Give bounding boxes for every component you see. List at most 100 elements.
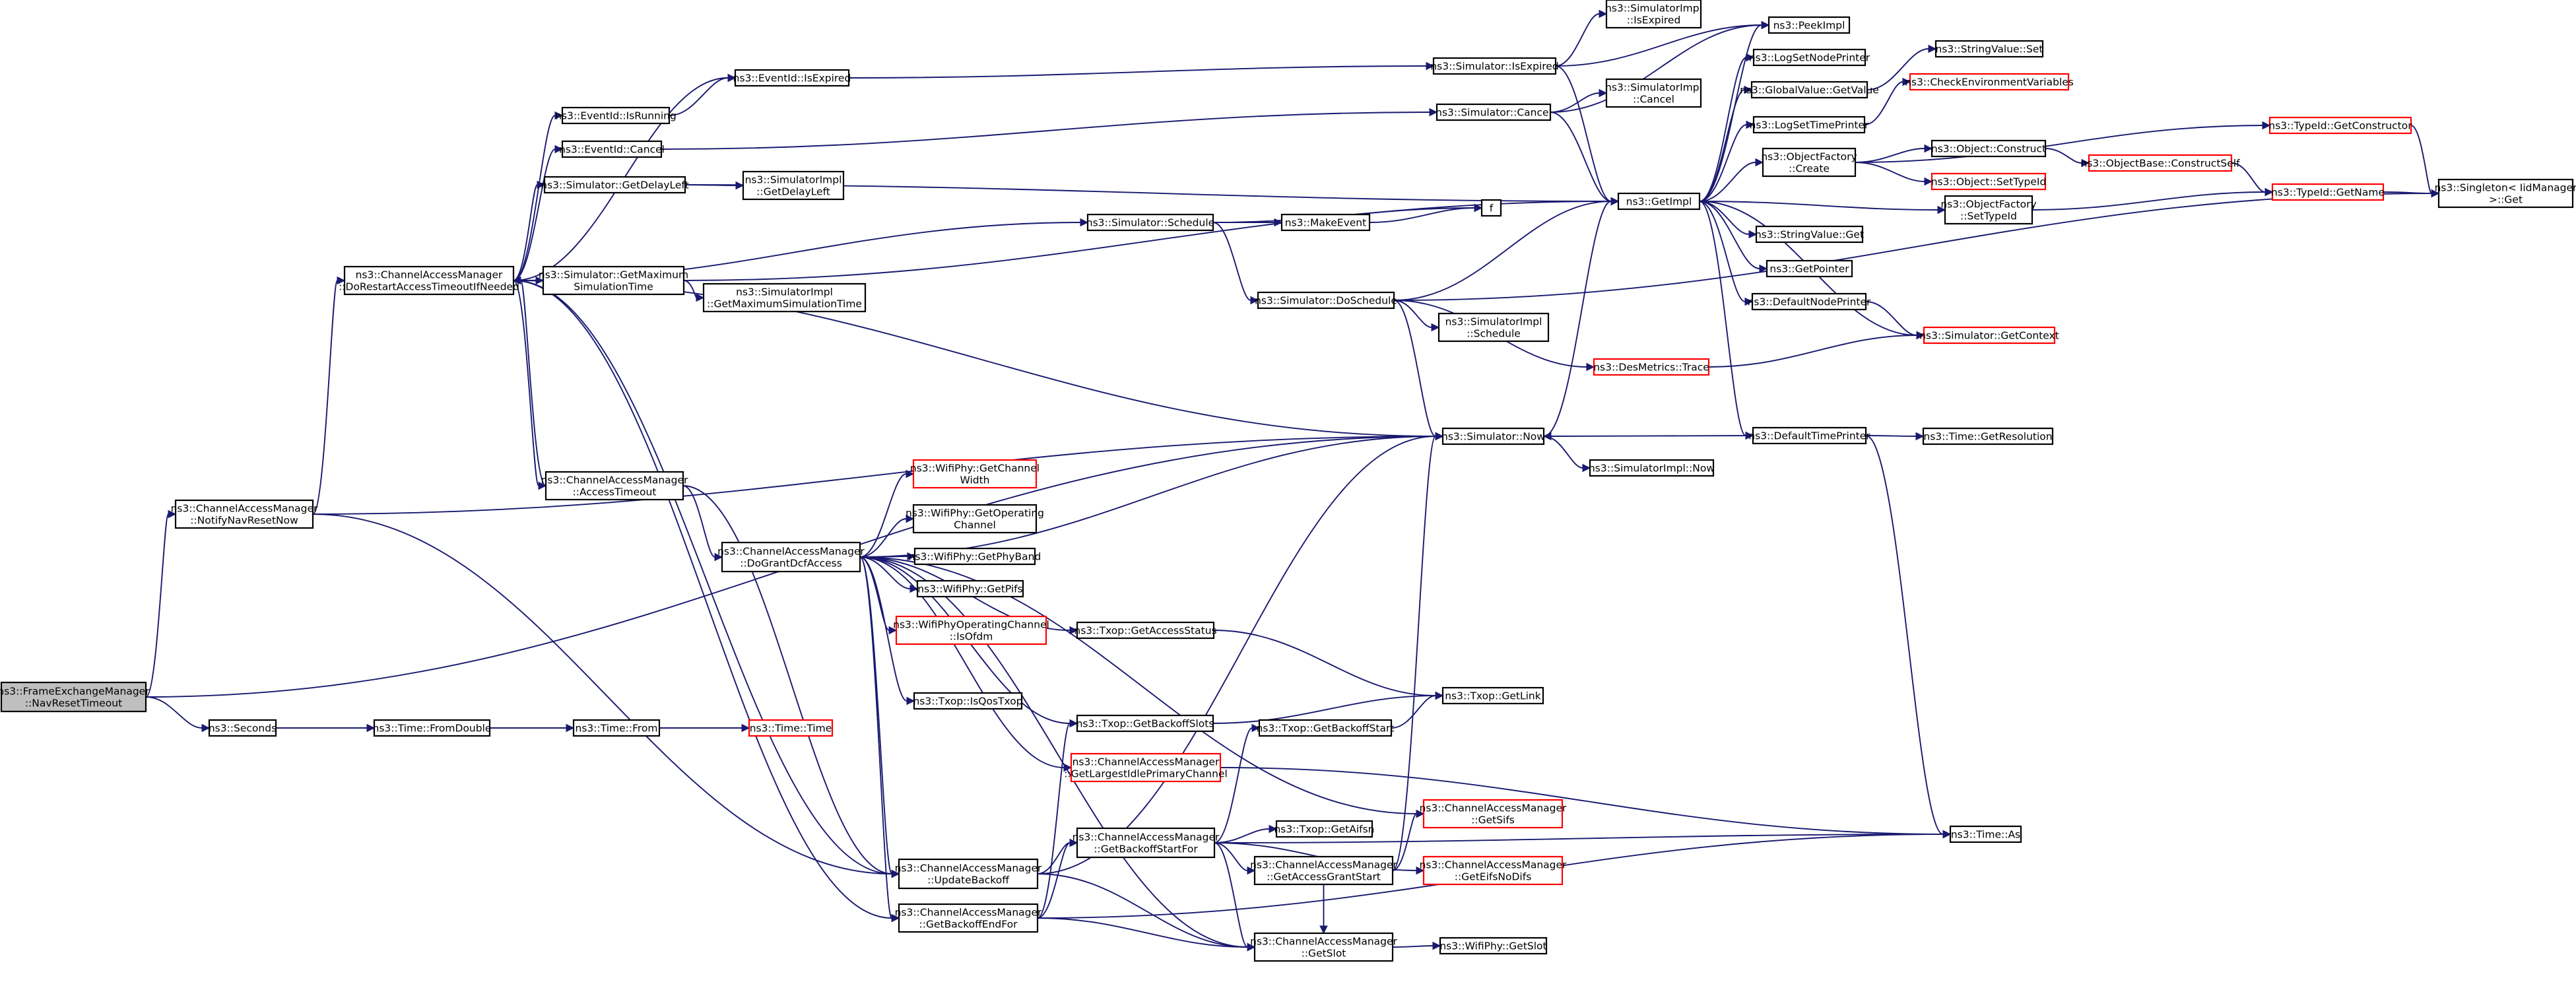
node-txopaifsn[interactable]: ns3::Txop::GetAifsn bbox=[1274, 820, 1375, 838]
node-simcancel[interactable]: ns3::Simulator::Cancel bbox=[1436, 103, 1552, 121]
node-label: ns3::SimulatorImpl bbox=[1445, 316, 1542, 328]
node-objsettypeid[interactable]: ns3::Object::SetTypeId bbox=[1931, 172, 2047, 191]
node-txopisqos[interactable]: ns3::Txop::IsQosTxop bbox=[913, 692, 1023, 710]
node-evcancel[interactable]: ns3::EventId::Cancel bbox=[559, 140, 665, 158]
node-stringvalueset[interactable]: ns3::StringValue::Set bbox=[1934, 40, 2044, 58]
node-txopbackoffstart[interactable]: ns3::Txop::GetBackoffStart bbox=[1257, 719, 1395, 737]
node-evisexpired[interactable]: ns3::EventId::IsExpired bbox=[733, 69, 851, 87]
node-objectfactorycreate[interactable]: ns3::ObjectFactory::Create bbox=[1761, 147, 1857, 178]
edge-getimpl-to-globalvalue bbox=[1699, 85, 1753, 202]
node-implgetmax[interactable]: ns3::SimulatorImpl::GetMaximumSimulation… bbox=[702, 282, 867, 313]
node-txopgetlink[interactable]: ns3::Txop::GetLink bbox=[1441, 686, 1544, 705]
node-box bbox=[1593, 358, 1710, 376]
node-backoffendfor[interactable]: ns3::ChannelAccessManager::GetBackoffEnd… bbox=[895, 903, 1042, 933]
node-getslot[interactable]: ns3::ChannelAccessManager::GetSlot bbox=[1250, 932, 1398, 962]
edge-getimpl-to-logsettime bbox=[1699, 120, 1755, 202]
edge-getimpl-to-getpointer bbox=[1699, 201, 1768, 273]
node-implisexpired[interactable]: ns3::SimulatorImpl::IsExpired bbox=[1605, 0, 1702, 29]
edge-defaulttimeprinter-to-simnow bbox=[1542, 432, 1754, 441]
edge-simisexpired-to-implisexpired bbox=[1555, 9, 1608, 67]
node-accessgrantstart[interactable]: ns3::ChannelAccessManager::GetAccessGran… bbox=[1250, 855, 1398, 886]
node-label: ns3::Seconds bbox=[209, 723, 277, 735]
node-txopbackoffslots[interactable]: ns3::Txop::GetBackoffSlots bbox=[1076, 714, 1214, 733]
node-isrunning[interactable]: ns3::EventId::IsRunning bbox=[555, 106, 677, 125]
node-box bbox=[1280, 213, 1371, 232]
node-getmaxsim[interactable]: ns3::Simulator::GetMaximumSimulationTime bbox=[539, 265, 688, 296]
node-schedule[interactable]: ns3::Simulator::Schedule bbox=[1086, 213, 1214, 232]
node-box bbox=[1766, 259, 1853, 278]
node-f[interactable]: f bbox=[1480, 199, 1502, 217]
node-dogrant[interactable]: ns3::ChannelAccessManager::DoGrantDcfAcc… bbox=[717, 541, 865, 573]
node-singletonget[interactable]: ns3::Singleton< IidManager >::Get bbox=[2435, 178, 2576, 209]
node-simisexpired[interactable]: ns3::Simulator::IsExpired bbox=[1430, 57, 1559, 75]
node-checkenv[interactable]: ns3::CheckEnvironmentVariables bbox=[1905, 73, 2074, 91]
node-logsetnode[interactable]: ns3::LogSetNodePrinter bbox=[1749, 48, 1870, 67]
node-box bbox=[898, 903, 1039, 933]
node-getimpl[interactable]: ns3::GetImpl bbox=[1617, 192, 1701, 211]
node-backoffstartfor[interactable]: ns3::ChannelAccessManager::GetBackoffSta… bbox=[1073, 827, 1220, 859]
node-label: ns3::EventId::IsRunning bbox=[555, 110, 677, 122]
edge-getimpl-to-logsetnode bbox=[1699, 53, 1755, 202]
node-updatebackoff[interactable]: ns3::ChannelAccessManager::UpdateBackoff bbox=[895, 858, 1042, 890]
node-label: Channel bbox=[954, 519, 996, 531]
node-simgetcontext[interactable]: ns3::Simulator::GetContext bbox=[1919, 326, 2059, 345]
node-timeas[interactable]: ns3::Time::As bbox=[1949, 825, 2022, 843]
node-implgetdelayleft[interactable]: ns3::SimulatorImpl::GetDelayLeft bbox=[742, 170, 845, 201]
node-dorestart[interactable]: ns3::ChannelAccessManager::DoRestartAcce… bbox=[339, 265, 519, 296]
node-typeidgetconstructor[interactable]: ns3::TypeId::GetConstructor bbox=[2268, 116, 2412, 135]
node-globalvalue[interactable]: ns3::GlobalValue::GetValue bbox=[1740, 81, 1879, 99]
node-box bbox=[1076, 621, 1215, 640]
node-implnow[interactable]: ns3::SimulatorImpl::Now bbox=[1589, 459, 1715, 477]
node-objconstruct[interactable]: ns3::Object::Construct bbox=[1931, 139, 2046, 158]
edge-dogrant-to-wifiopchannel bbox=[859, 514, 915, 558]
node-wifipifs[interactable]: ns3::WifiPhy::GetPifs bbox=[916, 579, 1024, 598]
node-getsifs[interactable]: ns3::ChannelAccessManager::GetSifs bbox=[1420, 799, 1567, 829]
node-box bbox=[742, 170, 845, 201]
node-root[interactable]: ns3::FrameExchangeManager::NavResetTimeo… bbox=[0, 681, 150, 713]
node-implcancel[interactable]: ns3::SimulatorImpl::Cancel bbox=[1605, 78, 1702, 108]
node-getpointer[interactable]: ns3::GetPointer bbox=[1766, 259, 1853, 278]
node-objbaseconstructself[interactable]: ns3::ObjectBase::ConstructSelf bbox=[2080, 154, 2240, 172]
node-txopaccessstatus[interactable]: ns3::Txop::GetAccessStatus bbox=[1074, 621, 1217, 640]
node-ofsettypeid[interactable]: ns3::ObjectFactory::SetTypeId bbox=[1940, 195, 2037, 225]
node-stringvalueget[interactable]: ns3::StringValue::Get bbox=[1755, 225, 1864, 244]
node-seconds[interactable]: ns3::Seconds bbox=[209, 719, 277, 737]
node-notify[interactable]: ns3::ChannelAccessManager::NotifyNavRese… bbox=[171, 499, 318, 529]
node-getdelayleft[interactable]: ns3::Simulator::GetDelayLeft bbox=[541, 176, 689, 194]
node-desmetrics[interactable]: ns3::DesMetrics::Trace bbox=[1593, 358, 1710, 376]
node-largestidle[interactable]: ns3::ChannelAccessManager::GetLargestIdl… bbox=[1064, 752, 1228, 783]
node-doschedule[interactable]: ns3::Simulator::DoSchedule bbox=[1255, 291, 1397, 310]
node-fromdouble[interactable]: ns3::Time::FromDouble bbox=[373, 719, 492, 737]
node-defaulttimeprinter[interactable]: ns3::DefaultTimePrinter bbox=[1748, 426, 1870, 445]
node-implschedule[interactable]: ns3::SimulatorImpl::Schedule bbox=[1437, 312, 1550, 343]
node-timefrom[interactable]: ns3::Time::From bbox=[572, 719, 661, 737]
node-peekimpl[interactable]: ns3::PeekImpl bbox=[1767, 16, 1851, 34]
node-geteifsnodifs[interactable]: ns3::ChannelAccessManager::GetEifsNoDifs bbox=[1420, 855, 1567, 886]
edge-globalvalue-to-stringvalueset bbox=[1866, 44, 1937, 90]
node-wifiphyband[interactable]: ns3::WifiPhy::GetPhyBand bbox=[909, 547, 1041, 566]
node-box bbox=[1422, 855, 1564, 886]
node-logsettime[interactable]: ns3::LogSetTimePrinter bbox=[1750, 115, 1869, 134]
node-wifiisofdm[interactable]: ns3::WifiPhyOperatingChannel::IsOfdm bbox=[893, 615, 1049, 645]
node-timegetresolution[interactable]: ns3::Time::GetResolution bbox=[1922, 427, 2054, 445]
node-label: ns3::Simulator::Schedule bbox=[1086, 217, 1214, 229]
node-label: ns3::SimulatorImpl bbox=[745, 174, 842, 186]
node-timetime[interactable]: ns3::Time::Time bbox=[748, 719, 834, 737]
node-label: ns3::SimulatorImpl bbox=[736, 286, 833, 298]
node-defaultnodeprinter[interactable]: ns3::DefaultNodePrinter bbox=[1748, 292, 1871, 311]
node-simnow[interactable]: ns3::Simulator::Now bbox=[1441, 427, 1545, 445]
node-label: ::DoGrantDcfAccess bbox=[740, 558, 842, 570]
node-typeidgetname[interactable]: ns3::TypeId::GetName bbox=[2271, 183, 2385, 201]
edge-dogrant-to-txopisqos bbox=[859, 556, 915, 706]
node-label: ns3::Simulator::GetDelayLeft bbox=[541, 180, 688, 191]
node-box bbox=[1275, 820, 1373, 838]
node-label: ns3::ChannelAccessManager bbox=[1073, 832, 1220, 843]
node-wifigetslot[interactable]: ns3::WifiPhy::GetSlot bbox=[1439, 937, 1548, 955]
node-accesstimeout[interactable]: ns3::ChannelAccessManager::AccessTimeout bbox=[541, 471, 688, 501]
node-label: ns3::DefaultTimePrinter bbox=[1748, 430, 1870, 442]
node-box bbox=[1617, 192, 1701, 211]
node-makeevent[interactable]: ns3::MakeEvent bbox=[1280, 213, 1371, 232]
node-box bbox=[1480, 199, 1502, 217]
